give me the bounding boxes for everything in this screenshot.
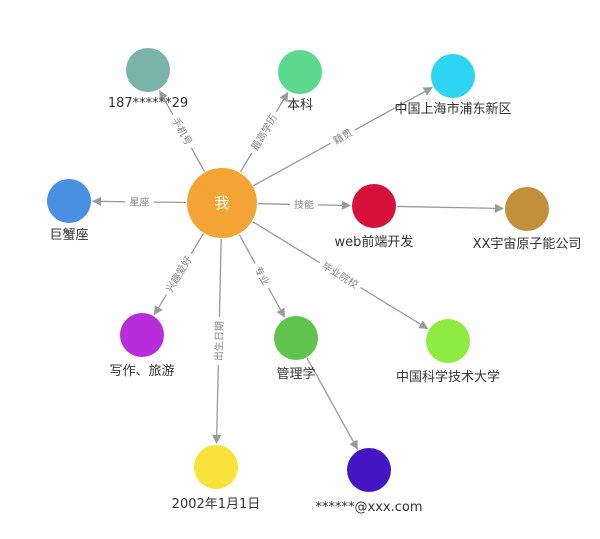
node-skill[interactable]: web前端开发: [335, 184, 414, 250]
node-label: XX宇宙原子能公司: [473, 237, 582, 252]
node-circle[interactable]: [47, 179, 91, 223]
node-circle[interactable]: [347, 448, 391, 492]
edge-me-zodiac: 星座: [92, 194, 187, 210]
node-circle[interactable]: [505, 187, 549, 231]
node-school[interactable]: 中国科学技术大学: [396, 319, 500, 385]
node-birthday[interactable]: 2002年1月1日: [172, 445, 261, 512]
node-label: 2002年1月1日: [172, 497, 261, 512]
node-email[interactable]: ******@xxx.com: [316, 448, 423, 515]
edge-label-background: [249, 260, 275, 292]
edge-label: 技能: [294, 198, 314, 211]
node-circle[interactable]: [278, 50, 322, 94]
node-label: 管理学: [276, 366, 315, 382]
edge-me-major: 专业: [238, 234, 286, 318]
node-hometown[interactable]: 中国上海市浦东新区: [394, 54, 512, 117]
node-label: 中国科学技术大学: [396, 369, 500, 385]
node-label: 中国上海市浦东新区: [394, 101, 511, 117]
node-company[interactable]: XX宇宙原子能公司: [473, 187, 582, 252]
node-label: 187******29: [108, 96, 188, 111]
node-me[interactable]: 我: [187, 168, 257, 238]
edge-label-background: [327, 123, 359, 150]
edge-label-background: [160, 249, 198, 299]
node-circle[interactable]: [352, 184, 396, 228]
edges-layer: 手机号最高学历籍贯星座技能兴趣爱好专业毕业院校出生日期: [92, 86, 504, 450]
edge-line: [306, 357, 358, 450]
edge-me-skill: 技能: [257, 197, 351, 212]
node-circle[interactable]: [187, 168, 257, 238]
edge-skill-company: [396, 203, 504, 213]
node-label: ******@xxx.com: [316, 500, 423, 515]
edge-label-background: [289, 197, 319, 212]
node-label: 写作、旅游: [109, 364, 174, 379]
node-circle[interactable]: [120, 313, 164, 357]
edge-label: 出生日期: [212, 321, 226, 361]
node-label: 我: [214, 194, 229, 212]
node-hobby[interactable]: 写作、旅游: [109, 313, 175, 379]
edge-me-hobby: 兴趣爱好: [153, 233, 204, 316]
node-degree[interactable]: 本科: [278, 50, 322, 113]
edge-me-birthday: 出生日期: [211, 238, 227, 444]
node-zodiac[interactable]: 巨蟹座: [47, 179, 91, 243]
edge-label-background: [245, 108, 283, 157]
node-circle[interactable]: [431, 54, 475, 98]
edge-label-background: [211, 316, 227, 366]
edge-label-background: [166, 111, 198, 152]
edge-label: 毕业院校: [320, 259, 361, 291]
node-circle[interactable]: [426, 319, 470, 363]
node-circle[interactable]: [194, 445, 238, 489]
edge-label: 兴趣爱好: [163, 254, 195, 295]
node-label: 巨蟹座: [49, 228, 88, 243]
node-label: web前端开发: [335, 234, 414, 250]
node-major[interactable]: 管理学: [274, 316, 318, 382]
node-phone[interactable]: 187******29: [108, 48, 188, 111]
edge-label: 星座: [129, 195, 149, 208]
edge-label-background: [125, 194, 154, 210]
node-circle[interactable]: [126, 48, 170, 92]
edge-line: [396, 203, 504, 213]
node-circle[interactable]: [274, 316, 318, 360]
node-label: 本科: [287, 98, 313, 113]
edge-me-degree: 最高学历: [239, 91, 289, 173]
edge-label: 最高学历: [248, 112, 280, 153]
edge-label-background: [315, 256, 365, 294]
edge-major-email: [306, 357, 358, 450]
